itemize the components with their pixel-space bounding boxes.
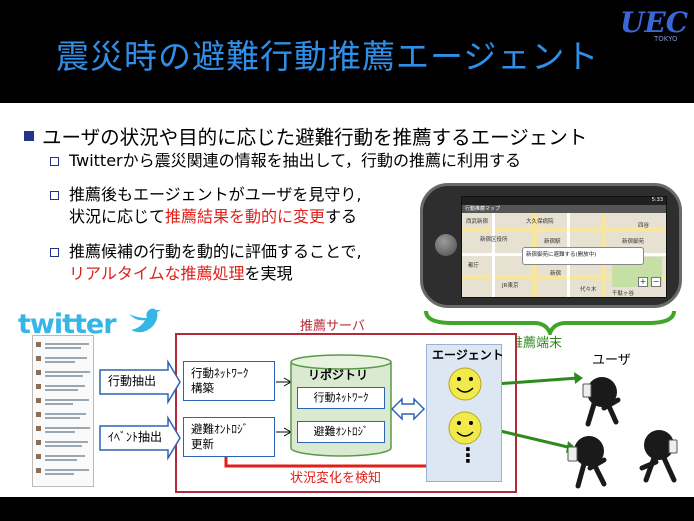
map-label: 都庁 (468, 263, 480, 269)
proc-label: 構築 (191, 381, 214, 395)
action-extract-label: 行動抽出 (108, 374, 157, 388)
sub-bullet-marker-1 (50, 157, 59, 166)
main-bullet-marker (24, 131, 34, 141)
twitter-feed-screenshot (32, 335, 94, 487)
smiley-agent-icon (448, 367, 482, 401)
logo-sub: TOKYO (654, 35, 678, 43)
map-label: 代々木 (580, 287, 597, 293)
map-label: 大久保病院 (526, 219, 554, 225)
sub-bullet-marker-3 (50, 248, 59, 257)
uec-logo: UEC TOKYO (620, 6, 690, 48)
sub-bullet-3-tail: を実現 (244, 264, 293, 283)
slide-title: 震災時の避難行動推薦エージェント (56, 37, 600, 76)
sub-bullet-2-emphasis: 推薦結果を動的に変更 (165, 207, 326, 226)
terminal-brace (424, 310, 676, 335)
title-bar (0, 0, 694, 103)
map-label: 新宿駅 (544, 239, 561, 245)
sub-bullet-3-line2: リアルタイムな推薦処理を実現 (69, 263, 293, 285)
ontology-update-box: 避難ｵﾝﾄﾛｼﾞ 更新 (183, 417, 275, 457)
detect-change-label: 状況変化を検知 (290, 471, 382, 486)
map-label: 四谷 (638, 223, 650, 229)
sub-bullet-2-tail: する (325, 207, 358, 226)
smartphone-image: 5:33 行動推薦マップ 西武新宿 大久保病院 新宿区役所 新宿御苑 代々木 新… (420, 183, 682, 308)
twitter-bird-icon (129, 308, 161, 333)
map-road (462, 275, 666, 279)
map-screen: 5:33 行動推薦マップ 西武新宿 大久保病院 新宿区役所 新宿御苑 代々木 新… (461, 196, 667, 298)
map-label: 新宿区役所 (480, 237, 508, 243)
map-label: 西武新宿 (466, 219, 489, 225)
repository-label: リポジトリ (308, 368, 369, 382)
twitter-logo: twitter (18, 309, 117, 340)
zoom-in-button[interactable]: + (638, 277, 648, 287)
map-label: 新宿 (550, 271, 562, 277)
map-label: JR東京 (502, 283, 519, 289)
sub-bullet-1: Twitterから震災関連の情報を抽出して，行動の推薦に利用する (69, 151, 522, 170)
sub-bullet-2-line2: 状況に応じて推薦結果を動的に変更する (69, 206, 357, 228)
main-bullet-text: ユーザの状況や目的に応じた避難行動を推薦するエージェント (42, 126, 588, 149)
user-label: ユーザ (592, 353, 631, 368)
sub-bullet-marker-2 (50, 191, 59, 200)
action-network-build-box: 行動ﾈｯﾄﾜｰｸ 構築 (183, 361, 275, 401)
map-road (462, 227, 666, 232)
app-bar: 行動推薦マップ (462, 205, 666, 213)
event-extract-label: ｲﾍﾞﾝﾄ抽出 (108, 430, 163, 444)
phone-trackball (435, 234, 457, 256)
proc-label: 更新 (191, 437, 214, 451)
terminal-label: 推薦端末 (510, 336, 563, 351)
proc-label: 行動ﾈｯﾄﾜｰｸ (191, 366, 249, 380)
server-label: 推薦サーバ (300, 319, 365, 334)
sub-bullet-2-text: 状況に応じて (69, 207, 166, 226)
zoom-out-button[interactable]: − (651, 277, 661, 287)
sub-bullet-3-line1: 推薦候補の行動を動的に評価することで, (69, 242, 362, 261)
bottom-bar (0, 497, 694, 521)
smiley-agent-icon (448, 411, 482, 445)
sub-bullet-3-emphasis: リアルタイムな推薦処理 (69, 264, 245, 283)
user-figure-icon (639, 430, 678, 483)
map-label: 千駄ヶ谷 (612, 291, 635, 297)
status-bar: 5:33 (462, 197, 666, 205)
map-balloon[interactable]: 新宿御苑に避難する(開放中) (522, 247, 644, 265)
sub-bullet-2-line1: 推薦後もエージェントがユーザを見守り, (69, 185, 362, 204)
map-label: 新宿御苑 (622, 239, 645, 245)
agent-label: エージェント (432, 348, 504, 362)
repo-ontology: 避難ｵﾝﾄﾛｼﾞ (297, 421, 385, 443)
proc-label: 避難ｵﾝﾄﾛｼﾞ (191, 422, 249, 436)
repo-action-network: 行動ﾈｯﾄﾜｰｸ (297, 387, 385, 409)
user-figure-icon (582, 377, 621, 427)
user-figure-icon (567, 436, 607, 489)
logo-text: UEC (620, 6, 689, 39)
